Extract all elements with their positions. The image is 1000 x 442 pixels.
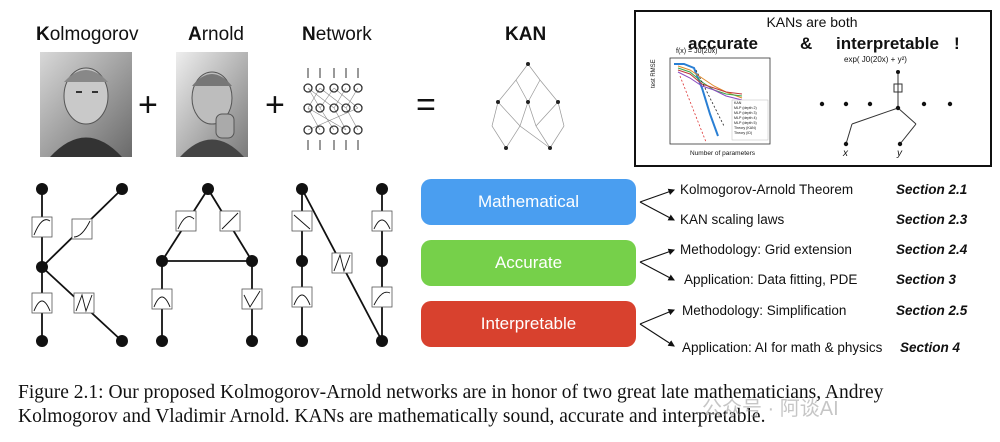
ref-text-4: Application: Data fitting, PDE: [684, 272, 858, 287]
equals-sign: =: [416, 86, 436, 124]
ref-text-3: Methodology: Grid extension: [680, 242, 852, 257]
watermark: 公众号 · 阿谈AI: [702, 398, 839, 420]
ref-text-1: Kolmogorov-Arnold Theorem: [680, 182, 854, 197]
mini-scaling-plot: [669, 57, 771, 145]
label-kolmogorov: Kolmogorov: [36, 24, 139, 45]
plus-sign-1: +: [138, 86, 158, 124]
ref-section-2: Section 2.3: [896, 212, 968, 227]
label-kan: KAN: [505, 24, 547, 45]
inset-formula: exp( J0(20x) + y²): [844, 55, 907, 64]
inset-var-y: y: [897, 148, 902, 159]
ref-text-2: KAN scaling laws: [680, 212, 785, 227]
arnold-portrait: [176, 52, 248, 157]
ref-section-6: Section 4: [900, 340, 961, 355]
kan-network-icon: [491, 62, 565, 150]
kolmogorov-portrait: [40, 52, 132, 157]
mini-plot-xlabel: Number of parameters: [690, 150, 756, 157]
inset-amp: &: [800, 34, 813, 53]
inset-bang: !: [954, 34, 960, 53]
ref-section-1: Section 2.1: [896, 182, 968, 197]
kan-letters-diagram: [31, 183, 393, 347]
inset-box: [634, 10, 992, 167]
label-network: Network: [302, 24, 372, 45]
pill-interpretable: Interpretable: [421, 301, 636, 347]
mini-plot-title: f(x) = J0(20x): [676, 48, 718, 55]
pill-accurate: Accurate: [421, 240, 636, 286]
ref-section-3: Section 2.4: [896, 242, 968, 257]
inset-accurate: accurate: [688, 34, 758, 53]
label-arnold: Arnold: [188, 24, 244, 45]
arrows: [639, 188, 676, 347]
inset-symbolic-graph: [819, 70, 953, 147]
ref-text-5: Methodology: Simplification: [682, 303, 847, 318]
plus-sign-2: +: [265, 86, 285, 124]
pill-mathematical: Mathematical: [421, 179, 636, 225]
figure-caption: Figure 2.1: Our proposed Kolmogorov-Arno…: [18, 382, 884, 427]
ref-section-5: Section 2.5: [896, 303, 968, 318]
ref-text-6: Application: AI for math & physics: [682, 340, 883, 355]
mini-plot-ylabel: test RMSE: [651, 59, 657, 88]
ref-section-4: Section 3: [896, 272, 957, 287]
network-icon: [303, 68, 363, 150]
inset-interpretable: interpretable: [836, 34, 939, 53]
inset-var-x: x: [843, 148, 848, 159]
inset-title: KANs are both: [766, 14, 858, 30]
